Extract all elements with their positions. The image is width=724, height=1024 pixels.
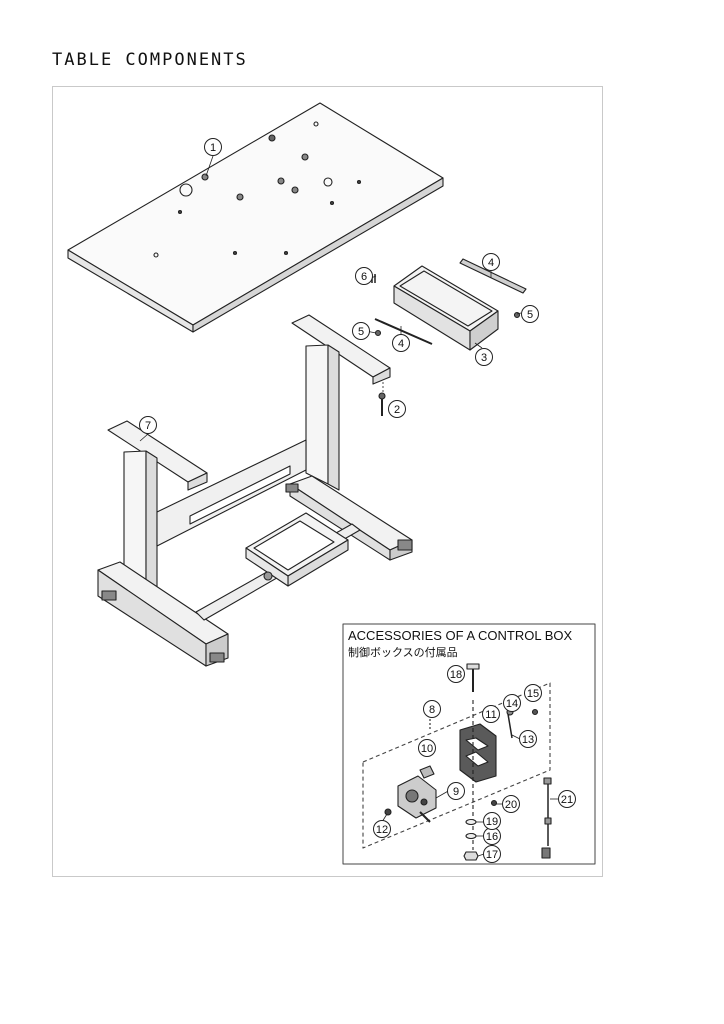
table-top — [67, 102, 444, 333]
callout-19: 19 — [483, 812, 501, 830]
callout-10: 10 — [418, 739, 436, 757]
callout-9: 9 — [447, 782, 465, 800]
svg-text:3: 3 — [481, 352, 487, 364]
svg-text:12: 12 — [376, 824, 388, 836]
svg-text:19: 19 — [486, 816, 498, 828]
svg-text:11: 11 — [485, 709, 496, 721]
callout-5b: 5 — [352, 322, 370, 340]
svg-text:14: 14 — [506, 698, 518, 710]
svg-text:8: 8 — [429, 704, 435, 716]
callout-2: 2 — [388, 400, 406, 418]
callout-4a: 4 — [482, 253, 500, 271]
svg-text:15: 15 — [527, 688, 539, 700]
accessories-title: ACCESSORIES OF A CONTROL BOX — [348, 628, 573, 643]
callout-7: 7 — [139, 416, 157, 434]
drawer-rails — [374, 258, 527, 345]
page-title: TABLE COMPONENTS — [52, 50, 248, 70]
callout-16: 16 — [483, 827, 501, 845]
svg-text:16: 16 — [486, 831, 498, 843]
callout-15: 15 — [524, 684, 542, 702]
callout-14: 14 — [503, 694, 521, 712]
diagram-frame — [52, 86, 603, 877]
svg-text:4: 4 — [488, 257, 494, 269]
callout-12: 12 — [373, 820, 391, 838]
svg-text:1: 1 — [210, 142, 216, 154]
svg-text:4: 4 — [398, 338, 404, 350]
svg-text:9: 9 — [453, 786, 459, 798]
svg-text:6: 6 — [361, 271, 367, 283]
callout-1: 1 — [204, 138, 222, 156]
svg-text:21: 21 — [561, 794, 573, 806]
callout-21: 21 — [558, 790, 576, 808]
callouts: 1 2 3 4 4 5 5 6 7 8 9 10 11 12 13 14 15 … — [139, 138, 576, 863]
svg-text:5: 5 — [527, 309, 533, 321]
svg-text:18: 18 — [450, 669, 462, 681]
callout-6: 6 — [355, 267, 373, 285]
callout-5a: 5 — [521, 305, 539, 323]
svg-text:13: 13 — [522, 734, 534, 746]
callout-4b: 4 — [392, 334, 410, 352]
control-box-parts — [384, 663, 552, 861]
callout-11: 11 — [482, 705, 500, 723]
stand-legs — [97, 314, 413, 667]
svg-text:5: 5 — [358, 326, 364, 338]
callout-18: 18 — [447, 665, 465, 683]
callout-17: 17 — [483, 845, 501, 863]
callout-3: 3 — [475, 348, 493, 366]
drawer — [393, 265, 499, 351]
accessories-subtitle: 制御ボックスの付属品 — [348, 646, 458, 659]
svg-text:20: 20 — [505, 799, 517, 811]
callout-8: 8 — [423, 700, 441, 718]
svg-text:17: 17 — [486, 849, 498, 861]
svg-text:10: 10 — [421, 743, 433, 755]
svg-text:7: 7 — [145, 420, 151, 432]
svg-text:2: 2 — [394, 404, 400, 416]
callout-20: 20 — [502, 795, 520, 813]
callout-13: 13 — [519, 730, 537, 748]
